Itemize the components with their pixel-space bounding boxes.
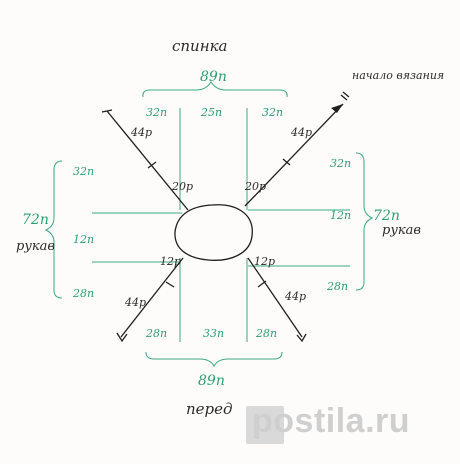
neckline-outline: [174, 204, 253, 261]
right-bot-count: 28п: [326, 280, 348, 293]
start-arrow-head: [331, 104, 343, 113]
raglan-lower-left-line: [120, 257, 184, 338]
right-mid-count: 12п: [330, 209, 351, 222]
raglan-tick-lr: [257, 280, 267, 288]
back-left-count: 32п: [146, 106, 167, 119]
raglan-ur-inner: 20р: [244, 180, 266, 193]
back-right-count: 32п: [262, 106, 283, 119]
left-mid-count: 12п: [73, 233, 94, 246]
right-sleeve-word: рукав: [382, 223, 421, 238]
left-sleeve-brace: [44, 160, 63, 299]
raglan-ul-outer: 44р: [130, 126, 152, 139]
raglan-tick-ur: [282, 158, 291, 166]
start-note: начало вязания: [352, 69, 444, 82]
raglan-ur-outer: 44р: [290, 126, 312, 139]
back-total: 89п: [200, 69, 227, 85]
raglan-upper-left-line: [106, 110, 189, 211]
raglan-upper-right-line: [244, 103, 344, 207]
raglan-lr-outer: 44р: [284, 290, 306, 303]
postila-watermark: postila.ru: [246, 396, 451, 450]
front-total: 89п: [198, 373, 225, 389]
left-bot-count: 28п: [72, 287, 94, 300]
back-title: спинка: [172, 37, 228, 55]
left-sleeve-total: 72п: [22, 212, 49, 228]
back-brace: [142, 81, 288, 98]
raglan-lower-right-line: [247, 257, 303, 338]
front-brace: [145, 351, 283, 368]
raglan-ll-inner: 12р: [160, 255, 181, 268]
raglan-lr-inner: 12р: [254, 255, 275, 268]
back-mid-count: 25п: [200, 106, 222, 119]
start-arrow-pointer: [340, 91, 350, 101]
raglan-ll-outer: 44р: [124, 296, 146, 309]
right-sleeve-brace: [355, 152, 374, 291]
raglan-ul-inner: 20р: [171, 180, 193, 193]
right-sleeve-total: 72п: [373, 208, 400, 224]
front-mid-count: 33п: [203, 327, 224, 340]
left-sleeve-word: рукав: [16, 239, 55, 254]
raglan-end-lr: [296, 333, 307, 343]
front-right-count: 28п: [255, 327, 277, 340]
front-left-count: 28п: [145, 327, 167, 340]
raglan-tick-ll: [165, 281, 175, 288]
left-top-count: 32п: [73, 165, 94, 178]
raglan-end-ll: [116, 332, 128, 343]
watermark-logo-square: [246, 406, 284, 444]
raglan-end-ul: [101, 109, 113, 113]
watermark-text: postila.ru: [252, 402, 411, 440]
raglan-tick-ul: [147, 161, 157, 169]
front-title: перед: [186, 400, 233, 418]
right-top-count: 32п: [330, 157, 351, 170]
